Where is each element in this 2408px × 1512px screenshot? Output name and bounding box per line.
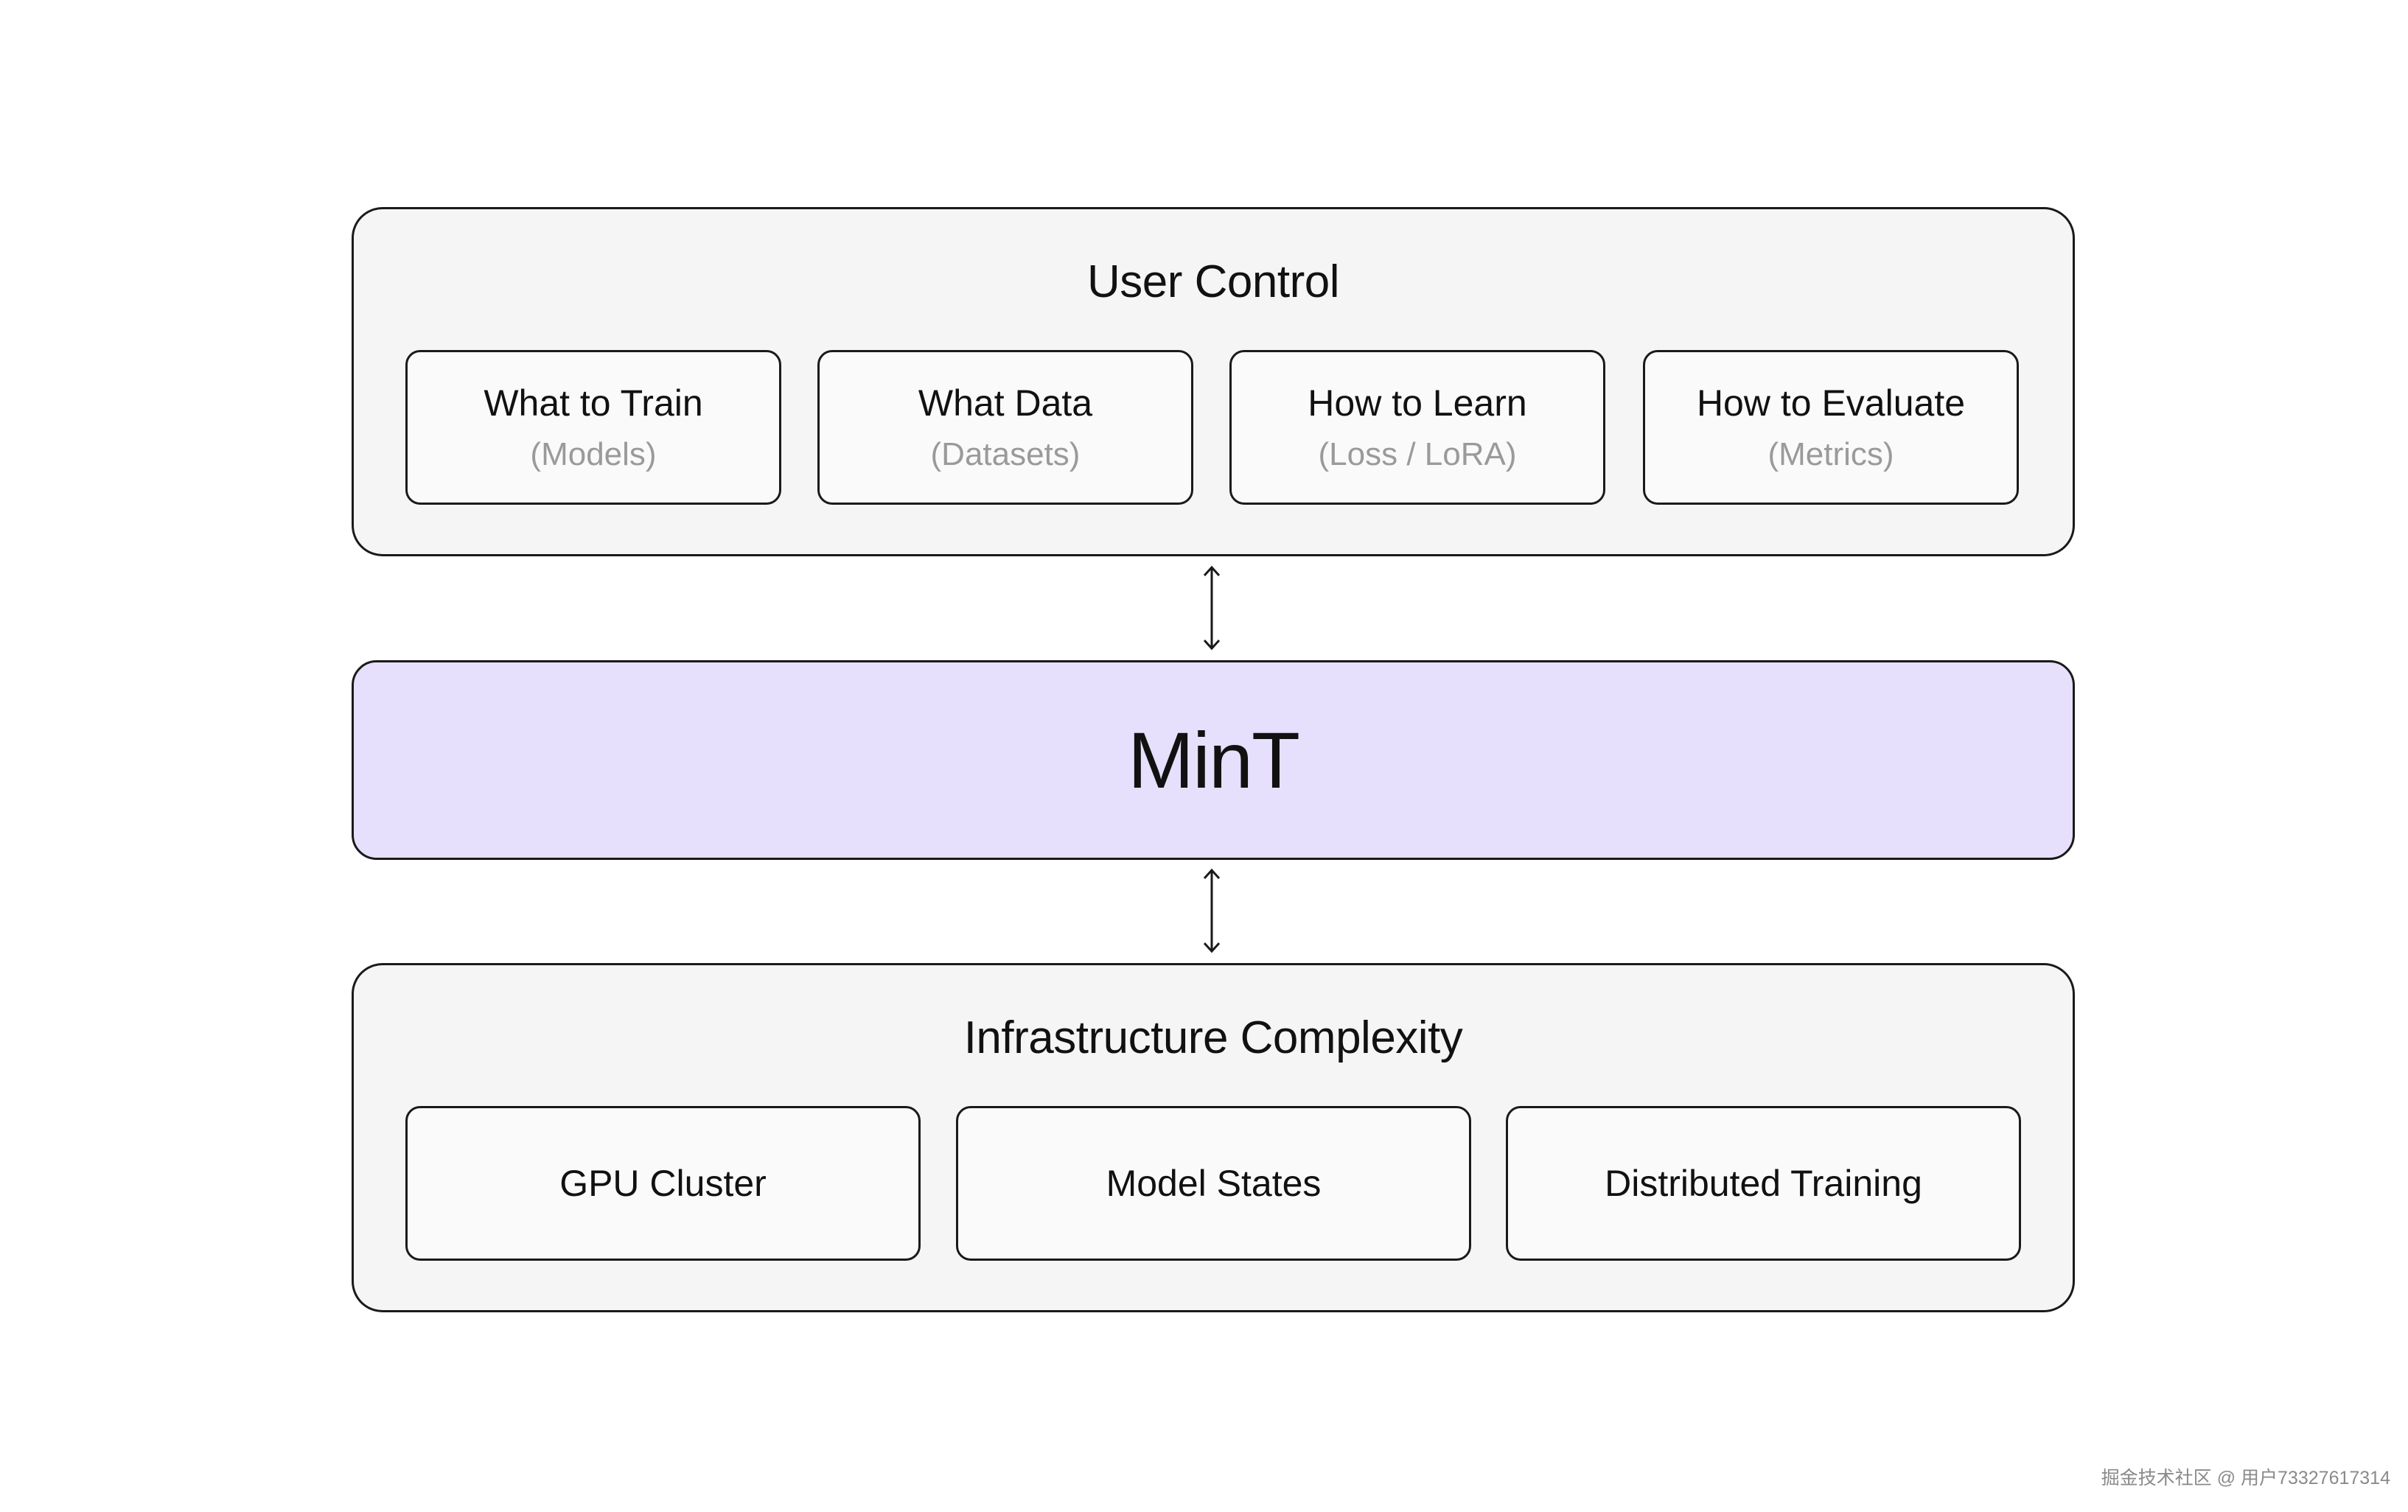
card-what-data: What Data (Datasets) bbox=[817, 350, 1193, 505]
card-title: How to Learn bbox=[1308, 382, 1527, 424]
card-model-states: Model States bbox=[956, 1106, 1471, 1261]
mint-box: MinT bbox=[352, 660, 2075, 860]
card-distributed-training: Distributed Training bbox=[1506, 1106, 2021, 1261]
card-title: How to Evaluate bbox=[1696, 382, 1966, 424]
card-subtitle: (Metrics) bbox=[1767, 435, 1894, 472]
mint-label: MinT bbox=[1128, 715, 1300, 805]
card-title: Distributed Training bbox=[1605, 1163, 1922, 1204]
card-how-to-learn: How to Learn (Loss / LoRA) bbox=[1229, 350, 1605, 505]
infrastructure-panel: Infrastructure Complexity GPU Cluster Mo… bbox=[352, 963, 2075, 1312]
card-gpu-cluster: GPU Cluster bbox=[405, 1106, 921, 1261]
card-subtitle: (Datasets) bbox=[930, 435, 1081, 472]
card-title: Model States bbox=[1106, 1163, 1322, 1204]
infrastructure-title: Infrastructure Complexity bbox=[963, 1012, 1463, 1063]
card-subtitle: (Models) bbox=[530, 435, 657, 472]
card-subtitle: (Loss / LoRA) bbox=[1318, 435, 1517, 472]
double-arrow-icon bbox=[1203, 565, 1221, 651]
card-title: What Data bbox=[918, 382, 1093, 424]
user-control-title: User Control bbox=[1087, 256, 1340, 307]
double-arrow-icon bbox=[1203, 868, 1221, 953]
card-how-to-evaluate: How to Evaluate (Metrics) bbox=[1643, 350, 2019, 505]
card-title: What to Train bbox=[484, 382, 703, 424]
watermark-text: 掘金技术社区 @ 用户73327617314 bbox=[2101, 1468, 2390, 1488]
card-title: GPU Cluster bbox=[559, 1163, 767, 1204]
card-what-to-train: What to Train (Models) bbox=[405, 350, 781, 505]
user-control-panel: User Control What to Train (Models) What… bbox=[352, 207, 2075, 556]
